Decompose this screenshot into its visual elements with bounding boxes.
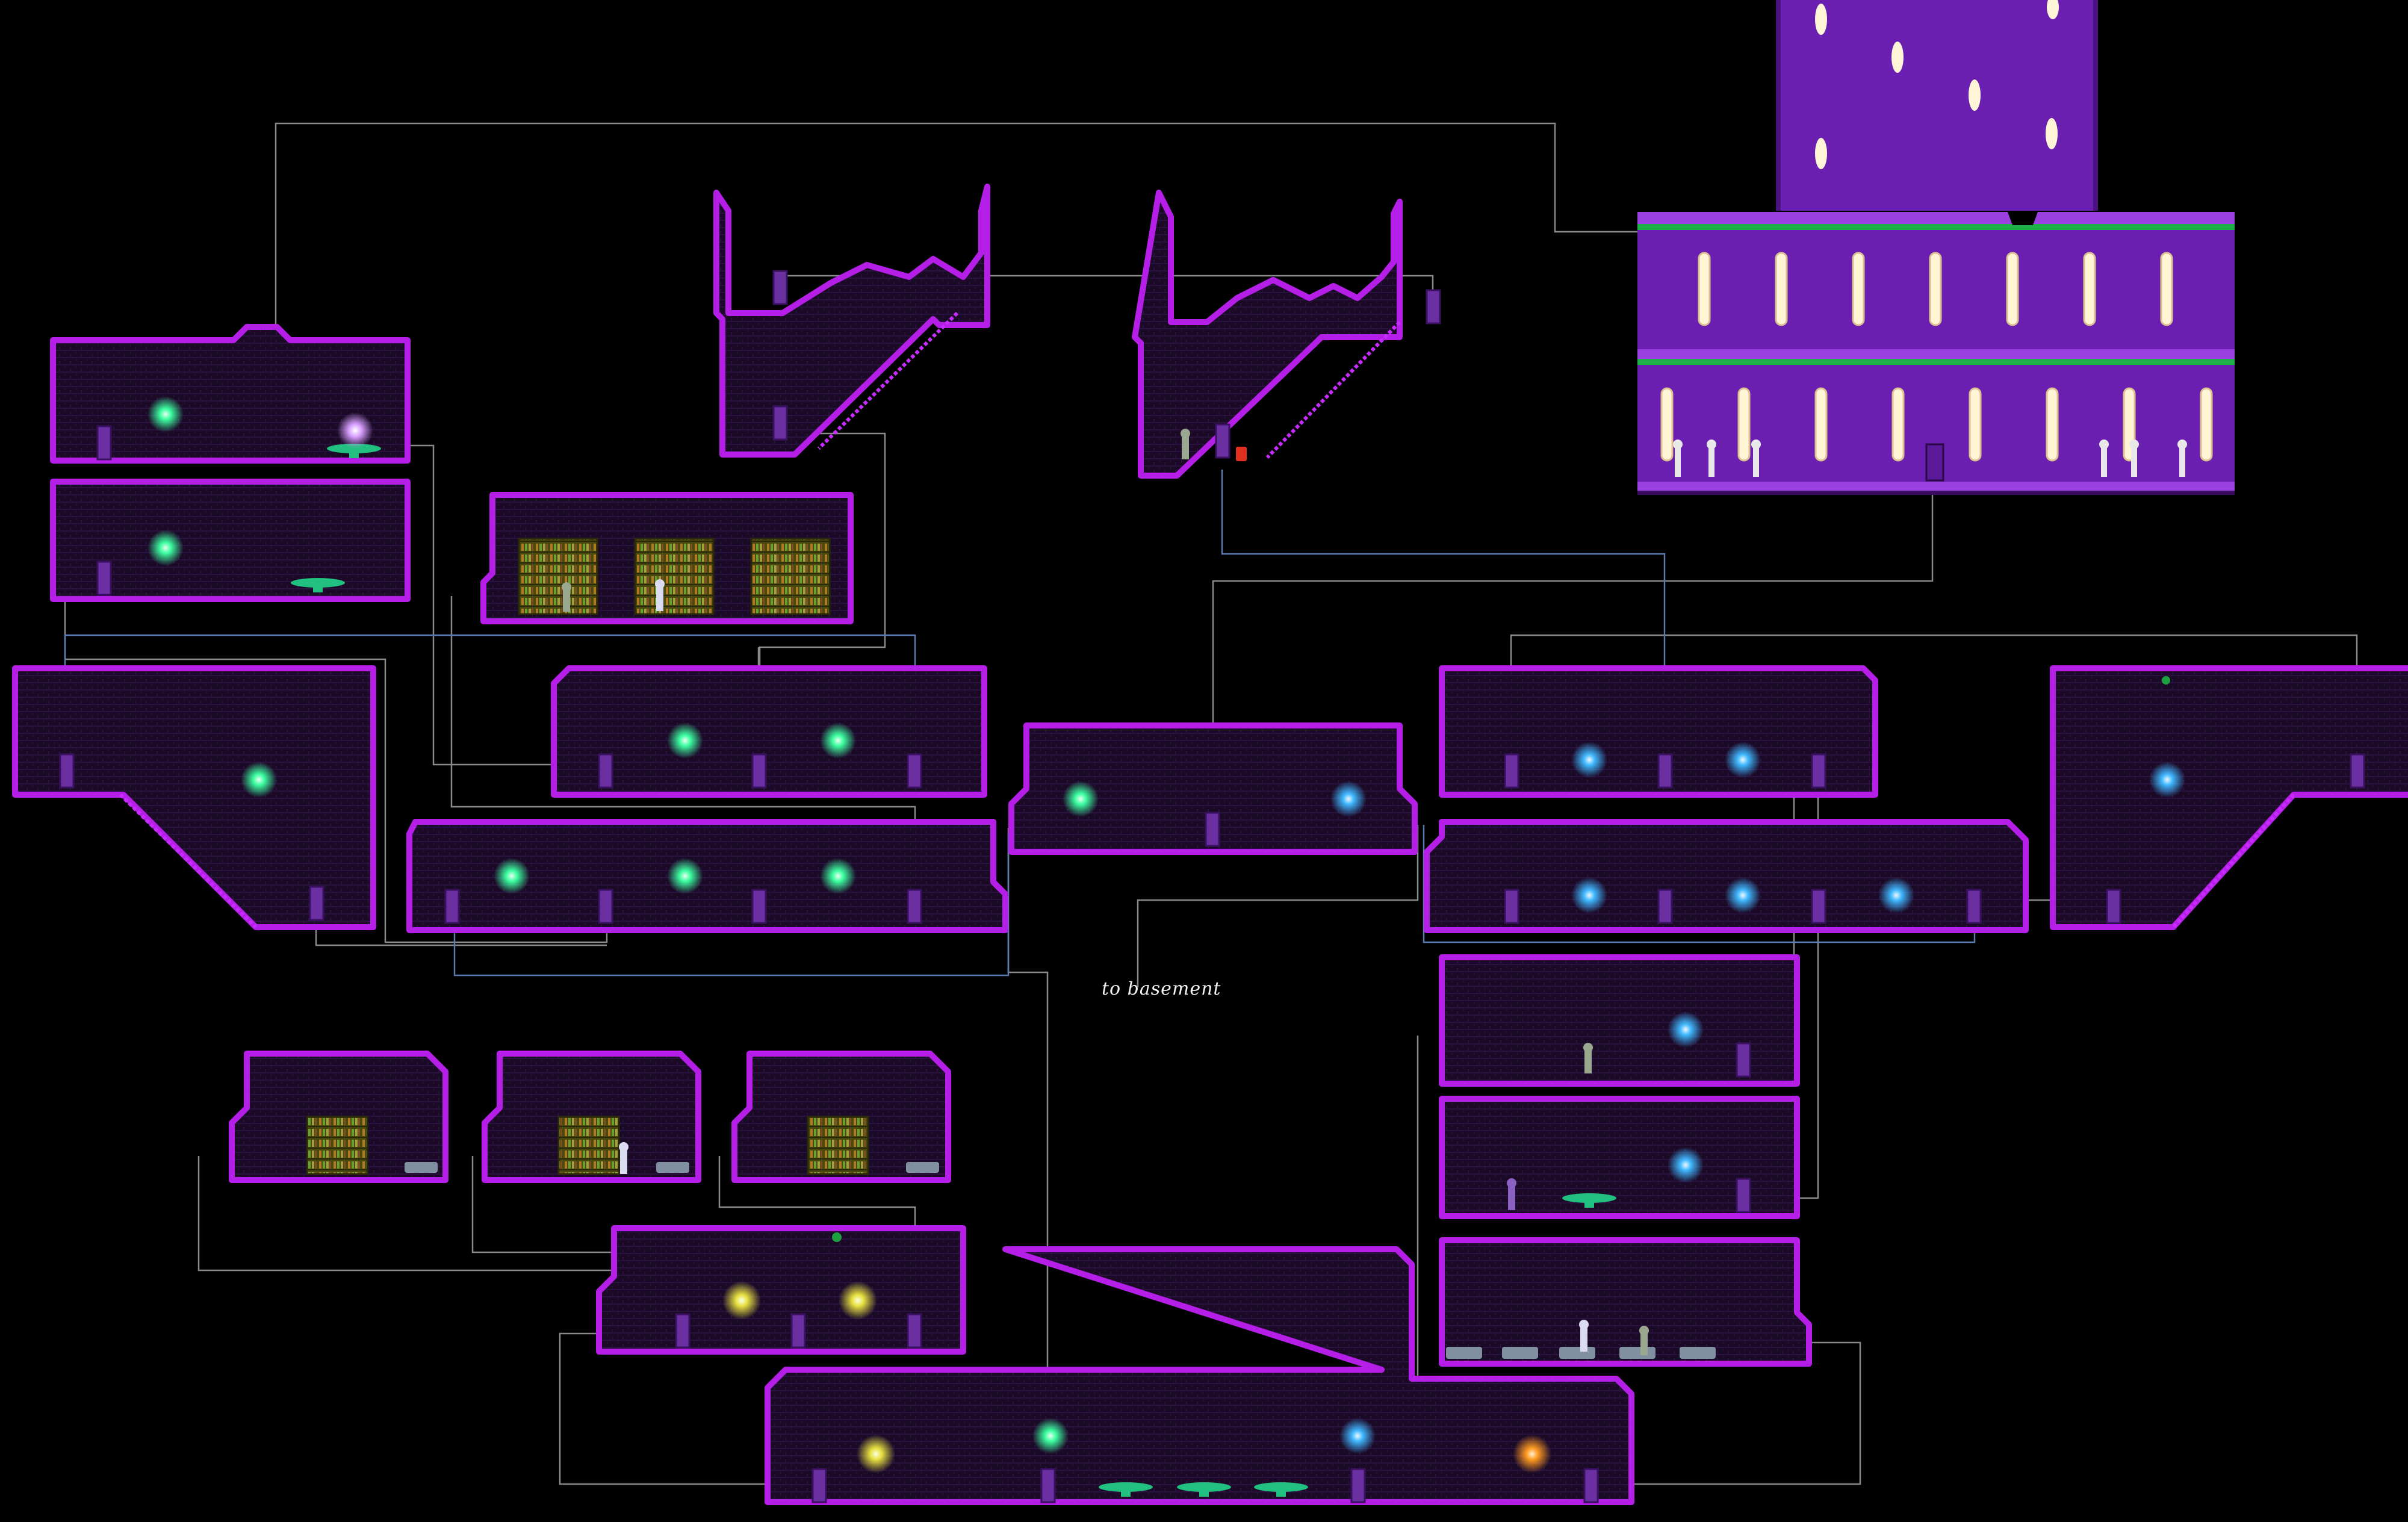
player-icon[interactable]: [619, 579, 1589, 1352]
skeleton-icon: [1673, 440, 2187, 477]
pedestal-icon: [291, 444, 1616, 1497]
stairs: [119, 311, 2295, 929]
room: [1008, 722, 1418, 855]
room: [1439, 665, 1878, 798]
room: [1439, 1237, 1812, 1367]
room: [765, 1246, 1634, 1505]
potion-icon[interactable]: [832, 447, 2170, 1242]
tower: [1637, 0, 2235, 495]
room: [406, 819, 1008, 933]
room: [50, 324, 411, 464]
tower-door: [1925, 443, 1944, 482]
bookshelf-icon: [306, 538, 869, 1175]
room: [2050, 665, 2408, 930]
room: [1439, 1096, 1800, 1219]
room: [551, 665, 987, 798]
door-icon[interactable]: [59, 270, 2365, 1503]
room: [1439, 954, 1800, 1087]
basement-label: to basement: [1102, 978, 1221, 999]
orb-icon[interactable]: [147, 396, 2185, 1473]
room: [50, 479, 411, 602]
room: [713, 184, 990, 458]
room: [1132, 190, 1403, 479]
skeleton-icon[interactable]: [562, 429, 1649, 1355]
